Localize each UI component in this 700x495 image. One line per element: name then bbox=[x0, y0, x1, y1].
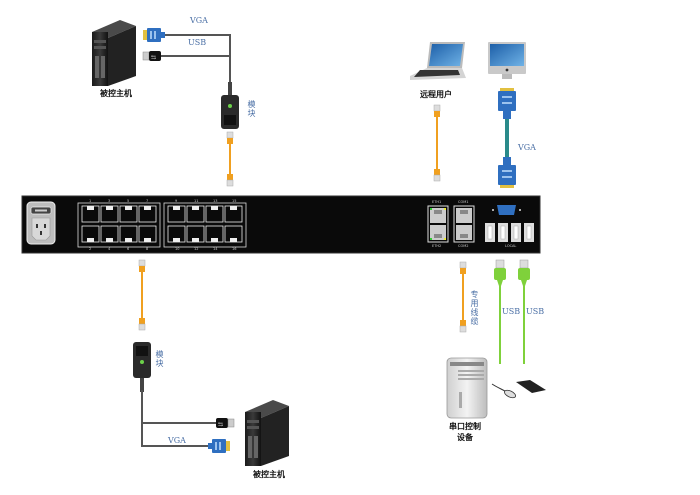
bottom-module-label: 模块 bbox=[155, 350, 164, 368]
serial-device-label-line2: 设备 bbox=[457, 433, 473, 442]
top-module-label: 模块 bbox=[247, 100, 256, 118]
rj45-port-latch bbox=[87, 238, 94, 242]
bottom-usb-connector-icon: ⇆ bbox=[216, 418, 235, 428]
top-usb-label: USB bbox=[188, 38, 207, 47]
port-number-label: 3 bbox=[108, 199, 111, 203]
bottom-host-pc-icon bbox=[245, 400, 289, 466]
svg-text:⇆: ⇆ bbox=[218, 421, 223, 428]
rj45-port-latch bbox=[173, 206, 180, 210]
port-number-label: 10 bbox=[175, 247, 180, 251]
port-number-label: 9 bbox=[175, 199, 178, 203]
port-block-1 bbox=[77, 202, 161, 248]
mouse-icon bbox=[491, 383, 516, 399]
bottom-vga-cable bbox=[141, 390, 212, 447]
top-host-pc-icon bbox=[92, 20, 136, 86]
port-number-label: 2 bbox=[89, 247, 92, 251]
rj45-port-latch bbox=[230, 238, 237, 242]
port-number-label: 12 bbox=[194, 247, 199, 251]
port-number-label: 16 bbox=[232, 247, 237, 251]
serial-device-tower-icon bbox=[446, 357, 488, 419]
right-vga-label: VGA bbox=[518, 143, 536, 152]
eth1-label: ETH1 bbox=[432, 200, 442, 204]
port-number-label: 5 bbox=[127, 199, 130, 203]
com2-label: COM2 bbox=[458, 244, 469, 248]
rj45-port-latch bbox=[230, 206, 237, 210]
local-usb-ports bbox=[485, 223, 534, 242]
port-number-label: 8 bbox=[146, 247, 149, 251]
usb-cable-2 bbox=[518, 259, 530, 364]
dedicated-cat-cable bbox=[459, 261, 467, 333]
bottom-vga-label: VGA bbox=[168, 436, 186, 445]
com1-label: COM1 bbox=[458, 200, 469, 204]
imac-monitor-icon bbox=[488, 42, 526, 79]
port-number-label: 15 bbox=[232, 199, 237, 203]
bottom-host-label: 被控主机 bbox=[253, 470, 285, 479]
eth-ports bbox=[427, 205, 449, 243]
top-vga-connector-icon bbox=[143, 28, 165, 42]
rj45-port-latch bbox=[173, 238, 180, 242]
rj45-port-blocks bbox=[77, 202, 247, 248]
top-module-icon bbox=[221, 82, 239, 129]
com-ports bbox=[453, 205, 475, 243]
local-label: LOCAL bbox=[505, 244, 517, 248]
bottom-vga-connector-icon bbox=[208, 439, 230, 453]
rj45-port-latch bbox=[192, 238, 199, 242]
port-number-label: 7 bbox=[146, 199, 149, 203]
rj45-port-latch bbox=[106, 238, 113, 242]
port-number-label: 14 bbox=[213, 247, 218, 251]
rj45-port-latch bbox=[144, 238, 151, 242]
port-number-label: 6 bbox=[127, 247, 130, 251]
port-number-label: 4 bbox=[108, 247, 111, 251]
rj45-port-latch bbox=[192, 206, 199, 210]
keyboard-icon bbox=[516, 380, 546, 393]
top-vga-label: VGA bbox=[190, 16, 208, 25]
remote-user-label: 远程用户 bbox=[420, 90, 452, 99]
usb-cable-1 bbox=[494, 259, 506, 364]
top-host-label: 被控主机 bbox=[100, 89, 132, 98]
rj45-port-latch bbox=[211, 238, 218, 242]
rj45-port-latch bbox=[144, 206, 151, 210]
laptop-icon bbox=[410, 42, 466, 80]
top-left-cat-cable bbox=[226, 131, 234, 187]
bottom-module-icon bbox=[133, 342, 151, 392]
kvm-switch-device bbox=[21, 195, 541, 254]
serial-device-label-line1: 串口控制 bbox=[449, 422, 481, 431]
right-vga-cable bbox=[498, 88, 516, 188]
port-number-label: 1 bbox=[89, 199, 92, 203]
top-usb-connector-icon: ⇆ bbox=[142, 51, 161, 61]
port-block-2 bbox=[163, 202, 247, 248]
rj45-port-latch bbox=[106, 206, 113, 210]
rj45-port-latch bbox=[211, 206, 218, 210]
rj45-port-latch bbox=[125, 238, 132, 242]
dedicated-cable-label: 专用线缆 bbox=[470, 290, 479, 326]
svg-text:⇆: ⇆ bbox=[151, 54, 156, 61]
rj45-port-latch bbox=[87, 206, 94, 210]
top-right-cat-cable bbox=[433, 104, 441, 182]
usb-2-label: USB bbox=[526, 307, 545, 316]
local-vga-port-icon bbox=[492, 205, 521, 215]
usb-1-label: USB bbox=[502, 307, 521, 316]
port-number-label: 11 bbox=[194, 199, 199, 203]
port-number-label: 13 bbox=[213, 199, 218, 203]
power-socket-icon bbox=[26, 201, 56, 245]
rj45-port-latch bbox=[125, 206, 132, 210]
eth2-label: ETH2 bbox=[432, 244, 442, 248]
top-vga-cable bbox=[165, 34, 231, 92]
bottom-left-cat-cable bbox=[138, 259, 146, 331]
